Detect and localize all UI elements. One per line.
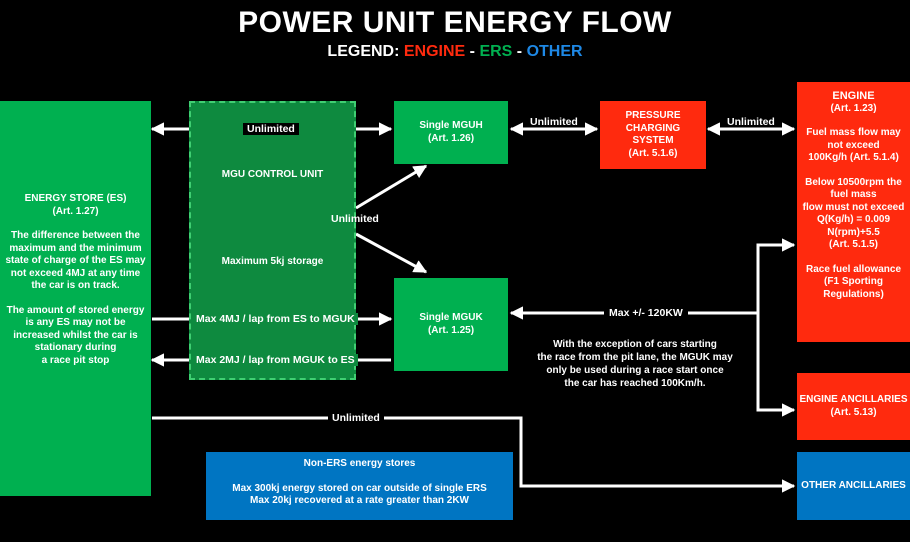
other-ancillaries-box: OTHER ANCILLARIES [797, 452, 910, 520]
pressure-line-4: (Art. 5.1.6) [628, 147, 678, 159]
engine-p2-l6: (Art. 5.1.5) [829, 239, 878, 250]
arrow-to-engine-ancillaries [756, 313, 796, 417]
mguh-title: Single MGUH [419, 120, 483, 131]
arrow-to-mguk-diag [355, 232, 428, 274]
energy-store-p2-l2: is any ES may not be [25, 317, 126, 328]
legend-ers: ERS [479, 43, 513, 60]
legend-other: OTHER [526, 43, 583, 60]
non-ers-box: Non-ERS energy stores Max 300kj energy s… [206, 452, 513, 520]
pressure-line-2: CHARGING [625, 122, 681, 134]
mguk-box: Single MGUK (Art. 1.25) [394, 278, 508, 371]
label-pressure-engine: Unlimited [727, 116, 775, 128]
engine-p2-l4: Q(Kg/h) = 0.009 [816, 214, 891, 225]
mguk-note-l1: With the exception of cars starting [553, 339, 717, 350]
arrow-to-engine [756, 238, 796, 313]
legend-sep-2: - [512, 43, 527, 60]
engine-p3-l2: (F1 Sporting [824, 276, 883, 287]
energy-store-box: ENERGY STORE (ES) (Art. 1.27) The differ… [0, 101, 151, 496]
energy-store-p2-l5: a race pit stop [41, 354, 110, 366]
mguh-box: Single MGUH (Art. 1.26) [394, 101, 508, 164]
label-es-to-mguk: Max 4MJ / lap from ES to MGUK [193, 313, 358, 325]
engine-box: ENGINE (Art. 1.23) Fuel mass flow may no… [797, 82, 910, 342]
energy-store-p1-l2: maximum and the minimum [9, 242, 142, 254]
energy-store-p2-l4: stationary during [34, 342, 117, 353]
engine-ancillaries-title: ENGINE ANCILLARIES [799, 394, 908, 405]
other-ancillaries-title: OTHER ANCILLARIES [801, 479, 906, 491]
engine-p3-l3: Regulations) [823, 288, 884, 300]
energy-store-p2-l3: increased whilst the car is [13, 329, 138, 341]
pressure-charging-box: PRESSURE CHARGING SYSTEM (Art. 5.1.6) [600, 101, 706, 169]
engine-p3-l1: Race fuel allowance [805, 263, 902, 275]
engine-p2-l3: flow must not exceed [802, 201, 905, 213]
label-mguk-power: Max +/- 120KW [604, 307, 688, 319]
mguk-title: Single MGUK [419, 312, 483, 323]
arrow-to-mguh-diag [355, 164, 428, 210]
engine-p2-l2: fuel mass [830, 189, 877, 200]
legend-prefix: LEGEND: [327, 43, 404, 60]
energy-store-p2-l1: The amount of stored energy [6, 304, 145, 316]
legend-engine: ENGINE [403, 43, 466, 60]
engine-p1-l2: not exceed [827, 139, 880, 151]
label-es-mguh: Unlimited [243, 123, 299, 135]
engine-p2-l5: N(rpm)+5.5 [827, 226, 880, 238]
non-ers-title: Non-ERS energy stores [303, 458, 416, 469]
label-mguk-to-es: Max 2MJ / lap from MGUK to ES [193, 354, 358, 366]
engine-ancillaries-ref: (Art. 5.13) [830, 406, 877, 418]
engine-title: ENGINE [832, 90, 875, 102]
engine-p1-l1: Fuel mass flow may [806, 127, 901, 138]
energy-store-p1-l5: the car is on track. [31, 280, 120, 291]
mgu-control-unit-box: MGU CONTROL UNIT Maximum 5kj storage [189, 101, 356, 380]
pressure-line-3: SYSTEM [632, 135, 674, 146]
energy-store-title: ENERGY STORE (ES) [24, 193, 127, 204]
legend: LEGEND: ENGINE - ERS - OTHER [0, 43, 910, 61]
pressure-line-1: PRESSURE [625, 110, 681, 121]
mguk-ref: (Art. 1.25) [427, 324, 475, 336]
energy-store-ref: (Art. 1.27) [52, 205, 99, 217]
mguk-note-l4: the car has reached 100Km/h. [564, 378, 706, 389]
label-mguh-pressure: Unlimited [530, 116, 578, 128]
energy-store-p1-l4: not exceed 4MJ at any time [10, 267, 141, 279]
engine-p2-l1: Below 10500rpm the [805, 176, 902, 188]
mguk-note-l2: the race from the pit lane, the MGUK may [537, 352, 733, 363]
legend-sep-1: - [465, 43, 480, 60]
mgu-control-unit-storage: Maximum 5kj storage [221, 256, 324, 267]
energy-store-p1-l1: The difference between the [11, 230, 140, 241]
label-es-other: Unlimited [328, 412, 384, 424]
engine-p1-l3: 100Kg/h (Art. 5.1.4) [808, 152, 899, 163]
mguk-note-l3: only be used during a race start once [546, 365, 724, 376]
mguh-ref: (Art. 1.26) [427, 132, 475, 144]
mguk-note: With the exception of cars starting the … [525, 338, 745, 390]
label-mgu-cross: Unlimited [331, 213, 379, 225]
mgu-control-unit-title: MGU CONTROL UNIT [221, 169, 324, 180]
energy-store-p1-l3: state of charge of the ES may [5, 255, 146, 266]
engine-ancillaries-box: ENGINE ANCILLARIES (Art. 5.13) [797, 373, 910, 440]
non-ers-line-1: Max 300kj energy stored on car outside o… [232, 482, 487, 494]
engine-ref: (Art. 1.23) [830, 102, 877, 114]
diagram-title: POWER UNIT ENERGY FLOW [238, 6, 672, 39]
non-ers-line-2: Max 20kj recovered at a rate greater tha… [250, 495, 469, 506]
